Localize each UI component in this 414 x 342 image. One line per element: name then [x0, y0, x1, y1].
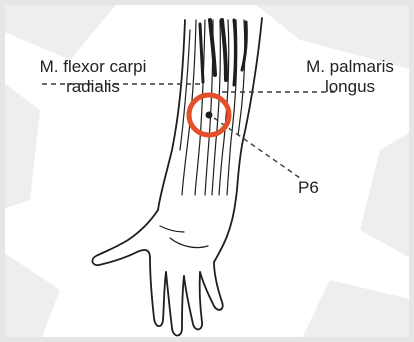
label-palmaris-line2: longus: [292, 77, 408, 97]
label-flexor-line2: radialis: [18, 77, 168, 97]
label-p6: P6: [298, 178, 319, 198]
hand-outline: [92, 198, 236, 336]
acupoint-dot: [206, 112, 213, 119]
label-flexor-line1: M. flexor carpi: [18, 57, 168, 77]
label-palmaris-line1: M. palmaris: [292, 57, 408, 77]
label-flexor-carpi-radialis: M. flexor carpi radialis: [18, 57, 168, 97]
label-palmaris-longus: M. palmaris longus: [292, 57, 408, 97]
